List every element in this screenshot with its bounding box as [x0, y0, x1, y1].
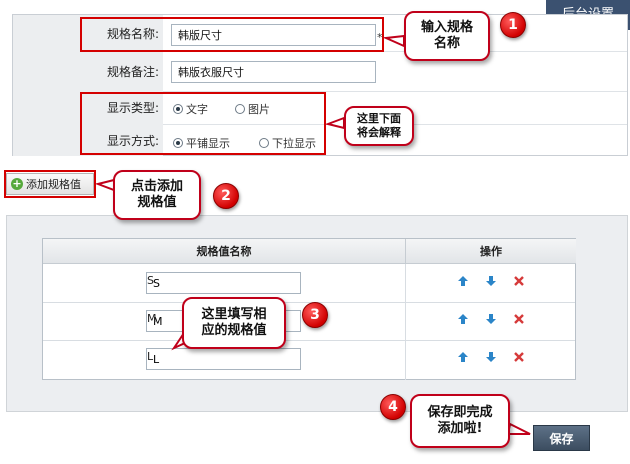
move-up-icon[interactable] [455, 349, 471, 365]
spec-name-row: 规格名称: * [13, 15, 627, 52]
move-down-icon[interactable] [483, 273, 499, 289]
col-header-value-name: 规格值名称 [43, 239, 406, 264]
delete-icon[interactable] [511, 311, 527, 327]
display-type-row: 显示类型: 文字 图片 [13, 91, 627, 125]
spec-remark-row: 规格备注: [13, 51, 627, 92]
move-up-icon[interactable] [455, 273, 471, 289]
highlight-spec-name [80, 17, 384, 52]
required-mark: * [377, 31, 383, 44]
delete-icon[interactable] [511, 349, 527, 365]
move-down-icon[interactable] [483, 349, 499, 365]
add-spec-value-button[interactable]: + 添加规格值 [6, 173, 94, 195]
step-2-badge: 2 [213, 183, 239, 209]
spec-remark-label: 规格备注: [106, 64, 159, 79]
type-option-image[interactable]: 图片 [235, 101, 270, 117]
value-letter-s: S [147, 274, 154, 287]
display-mode-row: 显示方式: 平铺显示 下拉显示 [13, 124, 627, 156]
spec-value-input[interactable] [146, 348, 301, 370]
mode-option-dropdown[interactable]: 下拉显示 [259, 135, 316, 151]
type-option-text[interactable]: 文字 [173, 101, 208, 117]
save-button[interactable]: 保存 [533, 425, 590, 451]
step-4-badge: 4 [380, 394, 406, 420]
display-type-label: 显示类型: [106, 101, 159, 115]
callout-explain: 这里下面 将会解释 [344, 106, 414, 146]
delete-icon[interactable] [511, 273, 527, 289]
spec-name-input[interactable] [171, 24, 376, 46]
spec-form: 规格名称: * 规格备注: 显示类型: 文字 图片 显示方式: 平铺显示 下拉显… [12, 14, 628, 156]
col-header-operations: 操作 [406, 239, 576, 264]
table-row [43, 264, 575, 303]
move-down-icon[interactable] [483, 311, 499, 327]
callout-enter-name: 输入规格 名称 [404, 11, 490, 61]
spec-remark-input[interactable] [171, 61, 376, 83]
plus-icon: + [11, 177, 23, 190]
callout-fill-values: 这里填写相 应的规格值 [182, 297, 286, 349]
radio-selected-icon[interactable] [173, 104, 183, 114]
radio-selected-icon[interactable] [173, 138, 183, 148]
radio-icon[interactable] [235, 104, 245, 114]
step-3-badge: 3 [302, 302, 328, 328]
display-mode-label: 显示方式: [106, 133, 159, 148]
mode-option-tile[interactable]: 平铺显示 [173, 135, 230, 151]
callout-save: 保存即完成 添加啦! [410, 394, 510, 448]
highlight-display-options [80, 92, 326, 155]
spec-name-label: 规格名称: [106, 26, 159, 41]
radio-icon[interactable] [259, 138, 269, 148]
value-letter-l: L [147, 350, 154, 363]
callout-add-value: 点击添加 规格值 [113, 170, 201, 220]
spec-value-input[interactable] [146, 272, 301, 294]
value-letter-m: M [147, 312, 157, 325]
move-up-icon[interactable] [455, 311, 471, 327]
table-row [43, 340, 575, 380]
step-1-badge: 1 [500, 12, 526, 38]
